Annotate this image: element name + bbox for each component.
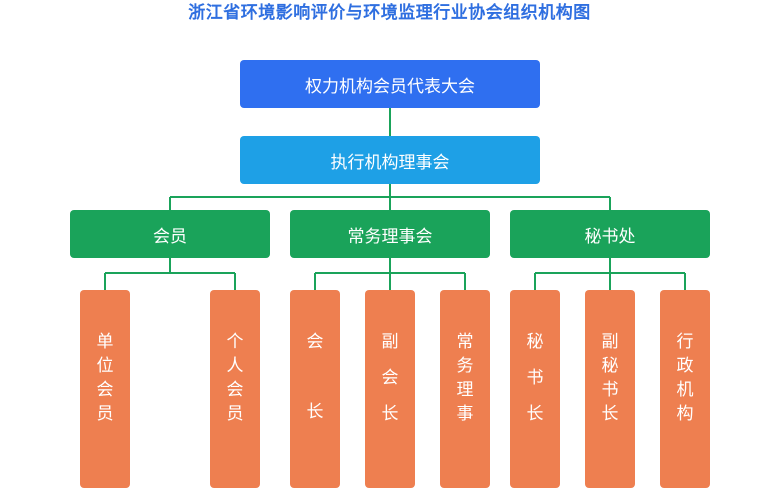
leaf-administration: 行 政 机 构 xyxy=(660,290,710,488)
node-council: 执行机构理事会 xyxy=(240,136,540,184)
leaf-char: 长 xyxy=(526,404,544,424)
leaf-vice-president: 副 会 长 xyxy=(365,290,415,488)
leaf-char: 政 xyxy=(676,356,694,376)
leaf-char: 长 xyxy=(381,404,399,424)
leaf-char: 书 xyxy=(526,368,544,388)
leaf-char: 秘 xyxy=(526,332,544,352)
leaf-char: 员 xyxy=(226,404,244,424)
leaf-deputy-secretary-general: 副 秘 书 长 xyxy=(585,290,635,488)
leaf-secretary-general: 秘 书 长 xyxy=(510,290,560,488)
leaf-char: 构 xyxy=(676,404,694,424)
leaf-char: 理 xyxy=(456,380,474,400)
leaf-char: 会 xyxy=(306,332,324,352)
leaf-char: 行 xyxy=(676,332,694,352)
chart-title: 浙江省环境影响评价与环境监理行业协会组织机构图 xyxy=(188,3,591,23)
leaf-char: 会 xyxy=(96,380,114,400)
leaf-char: 副 xyxy=(601,332,619,352)
leaf-char: 秘 xyxy=(601,356,619,376)
node-secretariat: 秘书处 xyxy=(510,210,710,258)
leaf-char: 会 xyxy=(226,380,244,400)
node-standing-council: 常务理事会 xyxy=(290,210,490,258)
leaf-char: 事 xyxy=(456,404,474,424)
leaf-standing-director: 常 务 理 事 xyxy=(440,290,490,488)
leaf-char: 副 xyxy=(381,332,399,352)
node-assembly: 权力机构会员代表大会 xyxy=(240,60,540,108)
leaf-char: 长 xyxy=(306,402,324,422)
leaf-char: 位 xyxy=(96,356,114,376)
leaf-char: 会 xyxy=(381,368,399,388)
leaf-char: 机 xyxy=(676,380,694,400)
leaf-char: 长 xyxy=(601,404,619,424)
leaf-char: 人 xyxy=(226,356,244,376)
leaf-president: 会 长 xyxy=(290,290,340,488)
leaf-individual-member: 个 人 会 员 xyxy=(210,290,260,488)
leaf-char: 个 xyxy=(226,332,244,352)
leaf-char: 员 xyxy=(96,404,114,424)
leaf-char: 单 xyxy=(96,332,114,352)
leaf-char: 务 xyxy=(456,356,474,376)
leaf-char: 常 xyxy=(456,332,474,352)
leaf-char: 书 xyxy=(601,380,619,400)
leaf-unit-member: 单 位 会 员 xyxy=(80,290,130,488)
node-members: 会员 xyxy=(70,210,270,258)
